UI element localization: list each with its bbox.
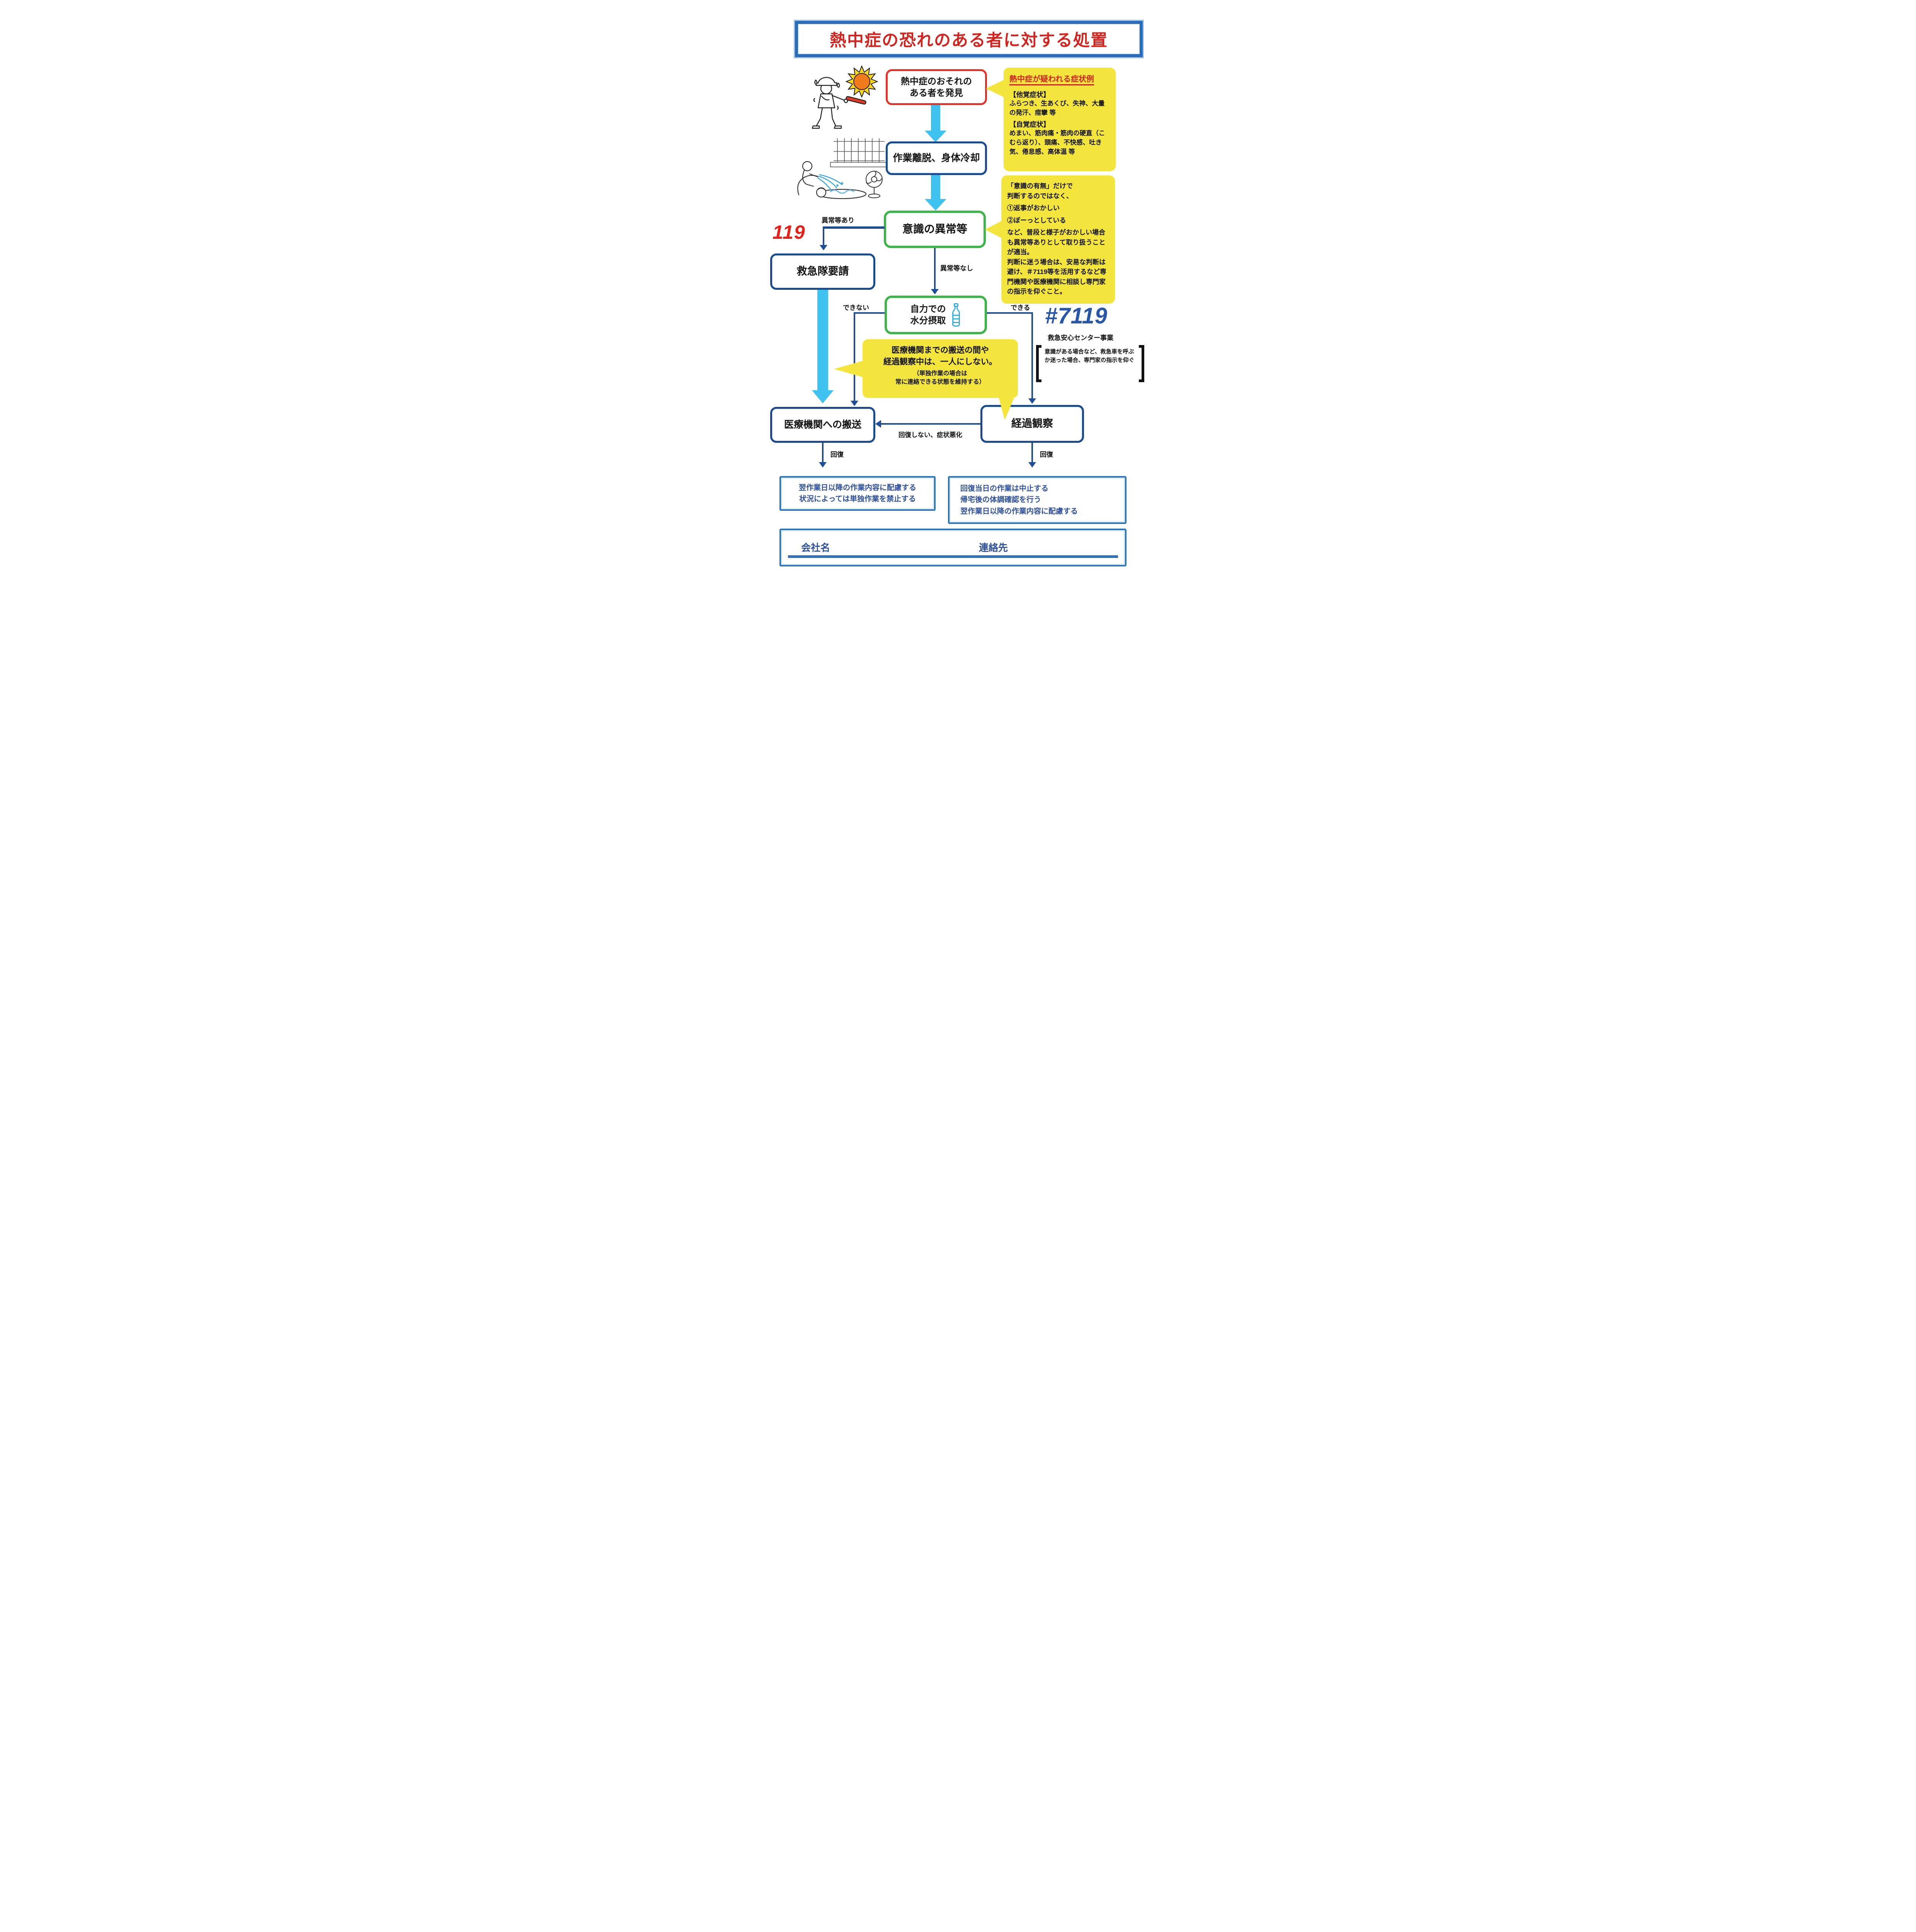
alone-line4: 常に連絡できる状態を維持する）	[895, 379, 985, 386]
arrow-cooldown-to-consciousness	[931, 175, 940, 200]
observation-to-transport-line	[881, 423, 980, 425]
sun-icon	[845, 65, 878, 98]
transport-recovery-line	[822, 443, 824, 463]
objective-heading: 【他覚症状】	[1009, 91, 1050, 99]
recovered-right-label: 回復	[1040, 451, 1053, 458]
note-head1: 「意識の有無」だけで	[1007, 182, 1073, 190]
helper-figure	[797, 161, 819, 196]
alone-line1: 医療機関までの搬送の間や	[892, 346, 989, 355]
scaffold-rebar	[830, 138, 887, 167]
arrow-cooldown-to-consciousness-head	[925, 199, 946, 211]
recovered-left-label: 回復	[830, 451, 844, 458]
footer-fill-in-rule	[788, 555, 1118, 558]
page-title: 熱中症の恐れのある者に対する処置	[830, 32, 1108, 50]
alone-line3: （単独作業の場合は	[913, 370, 967, 377]
contact-label: 連絡先	[979, 543, 1008, 553]
observation-recovery-line	[1031, 443, 1033, 463]
sharp-7119-bracket-note: 意識がある場合など、救急車を呼ぶか迷った場合、専門家の指示を仰ぐ	[1036, 345, 1144, 382]
transport-recovery-arrowhead	[819, 462, 827, 468]
water-spray	[817, 174, 843, 191]
emergency-number-119: 119	[773, 221, 806, 243]
do-not-leave-alone-callout: 医療機関までの搬送の間や 経過観察中は、一人にしない。 （単独作業の場合は 常に…	[863, 339, 1018, 398]
subjective-heading: 【自覚症状】	[1009, 120, 1050, 128]
outcome-after-observation-box: 回復当日の作業は中止する 帰宅後の体調確認を行う 翌作業日以降の作業内容に配慮す…	[948, 476, 1126, 524]
hydration-text: 自力での 水分摂取	[910, 303, 946, 327]
observation-box: 経過観察	[980, 405, 1084, 443]
ambulance-label: 救急隊要請	[796, 265, 849, 277]
discover-line2: ある者を発見	[910, 87, 963, 98]
abnormal-yes-line-h	[823, 226, 885, 229]
cannot-drink-label: できない	[843, 304, 869, 311]
water-bottle-icon	[952, 303, 960, 327]
consciousness-box: 意識の異常等	[884, 211, 986, 248]
heatstroke-response-flowchart: 熱中症の恐れのある者に対する処置	[745, 0, 1171, 602]
outcome-observation-line1: 回復当日の作業は中止する	[960, 484, 1049, 493]
alone-callout-left-tail	[834, 361, 864, 378]
transport-box: 医療機関への搬送	[770, 407, 875, 443]
arrow-discover-to-cooldown	[931, 105, 940, 131]
electric-fan-icon	[866, 171, 883, 198]
can-drink-arrowhead	[1028, 398, 1036, 404]
hydration-box: 自力での 水分摂取	[885, 296, 987, 334]
note-item1: ①返事がおかしい	[1007, 204, 1060, 212]
abnormal-no-line	[934, 248, 936, 289]
note-body2: 判断に迷う場合は、安易な判断は避け、＃7119等を活用するなど専門機関や医療機関…	[1007, 258, 1107, 296]
objective-body: ふらつき、生あくび、失神、大量の発汗、痙攣 等	[1009, 100, 1105, 116]
can-drink-line-v	[1031, 312, 1033, 399]
cooldown-label: 作業離脱、身体冷却	[893, 153, 980, 164]
outcome-transport-line2: 状況によっては単独作業を禁止する	[799, 495, 916, 503]
ambulance-box: 救急隊要請	[770, 253, 875, 290]
observation-to-transport-arrowhead	[875, 420, 881, 428]
arrow-ambulance-to-transport	[817, 290, 828, 391]
worker-figure	[812, 77, 866, 129]
sharp-7119-service: 救急安心センター事業	[1048, 334, 1113, 342]
abnormal-yes-arrowhead	[820, 245, 827, 250]
abnormal-yes-line-v	[823, 226, 824, 246]
cooldown-box: 作業離脱、身体冷却	[886, 141, 987, 175]
title-banner: 熱中症の恐れのある者に対する処置	[795, 21, 1143, 57]
abnormal-no-label: 異常等なし	[940, 265, 973, 272]
note-item2: ②ぼーっとしている	[1007, 216, 1066, 224]
alone-line2: 経過観察中は、一人にしない。	[883, 357, 997, 367]
footer-contact-box: 会社名 連絡先	[779, 529, 1126, 566]
body-cooling-illustration	[797, 138, 887, 199]
overheated-worker-illustration	[812, 65, 878, 129]
consciousness-label: 意識の異常等	[902, 223, 967, 235]
lying-worker-figure	[816, 187, 867, 199]
note-body1: など、普段と様子がおかしい場合も異常等ありとして取り扱うことが適当。	[1007, 229, 1106, 256]
consciousness-note-callout: 「意識の有無」だけで 判断するのではなく、 ①返事がおかしい ②ぼーっとしている…	[1001, 175, 1115, 304]
hydration-line1: 自力での	[910, 304, 946, 314]
cannot-drink-line-v	[854, 312, 855, 401]
arrow-ambulance-to-transport-head	[812, 390, 834, 403]
abnormal-no-arrowhead	[931, 289, 939, 294]
sharp-7119-note-text: 意識がある場合など、救急車を呼ぶか迷った場合、専門家の指示を仰ぐ	[1045, 349, 1134, 364]
symptoms-callout: 熱中症が疑われる症状例 【他覚症状】 ふらつき、生あくび、失神、大量の発汗、痙攣…	[1004, 68, 1116, 171]
outcome-transport-line1: 翌作業日以降の作業内容に配慮する	[798, 483, 916, 492]
company-name-label: 会社名	[801, 543, 830, 553]
not-recovered-label: 回復しない、症状悪化	[898, 432, 962, 439]
can-drink-line-h	[987, 312, 1032, 314]
sharp-7119-number: #7119	[1045, 303, 1108, 328]
observation-recovery-arrowhead	[1028, 462, 1036, 468]
hydration-line2: 水分摂取	[910, 315, 946, 325]
abnormal-yes-label: 異常等あり	[822, 217, 854, 224]
symptoms-callout-pointer	[986, 79, 1006, 98]
can-drink-label: できる	[1011, 304, 1030, 311]
transport-label: 医療機関への搬送	[784, 419, 861, 430]
discover-box: 熱中症のおそれの ある者を発見	[886, 69, 987, 105]
outcome-observation-line2: 帰宅後の体調確認を行う	[960, 496, 1041, 504]
symptoms-title: 熱中症が疑われる症状例	[1009, 73, 1094, 85]
arrow-discover-to-cooldown-head	[925, 131, 946, 142]
left-bracket	[1036, 345, 1041, 382]
cannot-drink-line-h	[854, 312, 885, 314]
right-bracket	[1139, 345, 1144, 382]
discover-line1: 熱中症のおそれの	[901, 76, 972, 86]
note-head2: 判断するのではなく、	[1007, 192, 1073, 200]
outcome-observation-line3: 翌作業日以降の作業内容に配慮する	[960, 507, 1078, 515]
observation-label: 経過観察	[1011, 418, 1053, 430]
cannot-drink-arrowhead	[851, 401, 858, 406]
outcome-after-transport-box: 翌作業日以降の作業内容に配慮する 状況によっては単独作業を禁止する	[779, 476, 936, 511]
subjective-body: めまい、筋肉痛・筋肉の硬直（こむら返り）、頭痛、不快感、吐き気、倦怠感、高体温 …	[1009, 129, 1105, 155]
